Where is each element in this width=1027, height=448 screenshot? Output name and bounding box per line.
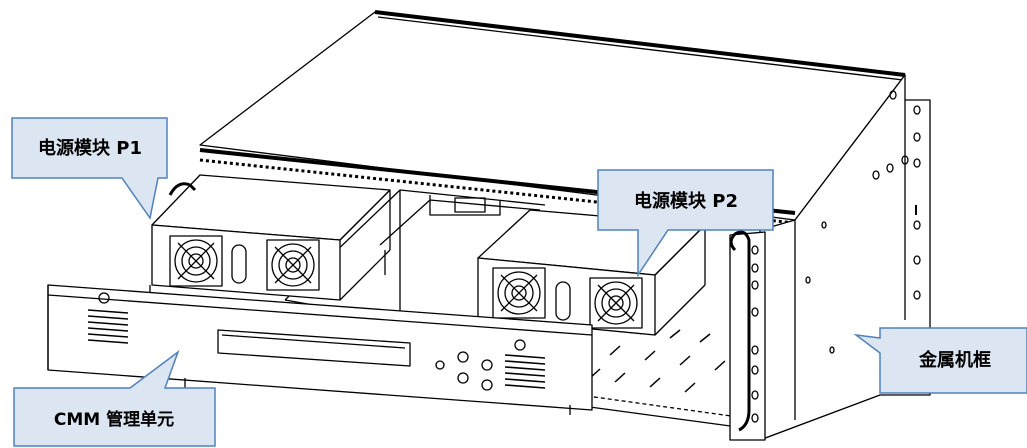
callout-cmm-label: CMM 管理单元	[54, 409, 174, 430]
callout-p2: 电源模块 P2	[597, 169, 774, 278]
front-flange	[729, 230, 766, 441]
power-module-p1	[151, 174, 391, 301]
callout-frame: 金属机框	[853, 327, 1027, 394]
cmm-panel	[47, 284, 593, 415]
callout-p1-label: 电源模块 P1	[38, 137, 142, 159]
callout-frame-label: 金属机框	[918, 349, 991, 371]
callout-p1: 电源模块 P1	[11, 117, 168, 220]
callout-p2-label: 电源模块 P2	[634, 190, 738, 212]
callout-cmm: CMM 管理单元	[13, 349, 216, 447]
